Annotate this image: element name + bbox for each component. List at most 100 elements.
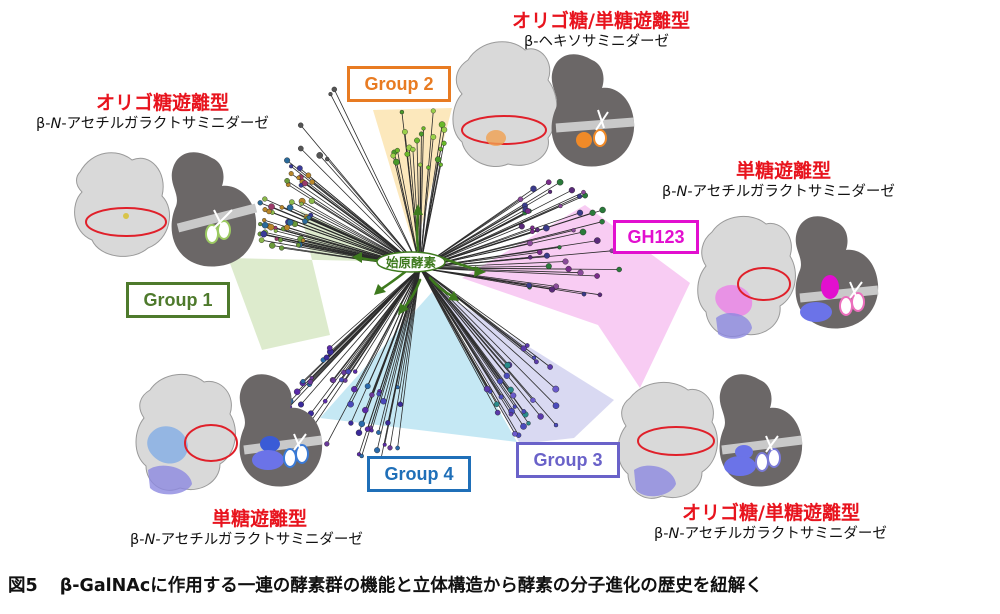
tree-branch — [480, 270, 598, 277]
tree-leaf — [589, 209, 596, 216]
tree-branch — [461, 221, 603, 258]
tree-branch — [332, 321, 379, 381]
tree-leaf — [507, 386, 514, 393]
tree-branch — [283, 228, 367, 254]
tree-branch — [408, 147, 415, 200]
tree-leaf — [581, 189, 586, 195]
tree-branch — [419, 267, 459, 316]
tree-leaf — [548, 286, 556, 293]
tree-leaf — [441, 140, 447, 146]
schematic-top-center — [551, 54, 635, 167]
tree-branch — [446, 315, 488, 390]
tree-leaf — [298, 401, 305, 408]
tree-leaf — [535, 227, 540, 233]
tree-leaf — [257, 200, 263, 206]
tree-branch — [378, 310, 410, 433]
tree-leaf — [537, 413, 544, 420]
tree-leaf — [380, 398, 387, 405]
tree-branch — [330, 93, 396, 220]
tree-leaf — [325, 156, 330, 162]
tree-branch — [344, 325, 383, 381]
tree-branch — [286, 180, 380, 242]
tree-leaf — [599, 206, 606, 214]
tree-branch — [460, 274, 530, 288]
tree-branch — [419, 267, 460, 299]
tree-branch — [487, 277, 600, 296]
enzyme-top-left: β-N-アセチルガラクトサミニダーゼ — [36, 116, 269, 132]
tree-branch — [303, 240, 363, 255]
tree-leaf — [597, 292, 603, 298]
tree-leaf — [426, 165, 431, 170]
tree-branch — [261, 239, 368, 260]
tree-branch — [376, 315, 410, 451]
tree-leaf — [353, 369, 358, 374]
tree-leaf — [526, 421, 531, 426]
tree-branch — [463, 189, 573, 247]
tree-branch — [399, 312, 414, 405]
tree-branch — [300, 148, 385, 233]
tree-leaf — [568, 187, 576, 194]
tree-branch — [426, 159, 439, 229]
tree-branch — [451, 304, 557, 426]
tree-branch — [483, 255, 547, 263]
tree-branch — [367, 321, 403, 430]
tree-leaf — [279, 245, 285, 251]
tree-leaf — [289, 164, 294, 169]
tree-leaf — [382, 442, 387, 447]
tree-branch — [287, 184, 383, 245]
tree-leaf — [358, 420, 365, 428]
tree-branch — [473, 212, 581, 250]
root-label: 始原酵素 — [385, 255, 436, 270]
tree-branch — [477, 209, 526, 237]
tree-branch — [476, 210, 529, 239]
tree-leaf — [331, 86, 337, 93]
tree-leaf — [552, 385, 560, 393]
tree-leaf — [581, 291, 587, 297]
tree-branch — [401, 112, 414, 211]
tree-leaf — [530, 185, 537, 193]
tree-leaf — [525, 343, 530, 348]
tree-branch — [298, 177, 387, 243]
protein-structure-bottom-right — [617, 381, 718, 499]
tree-leaf — [328, 91, 333, 97]
enzyme-bottom-right: β-N-アセチルガラクトサミニダーゼ — [654, 526, 887, 542]
tree-leaf — [504, 362, 511, 369]
group1-label: Group 1 — [126, 282, 230, 318]
tree-branch — [463, 231, 584, 259]
tree-branch — [324, 306, 394, 402]
tree-branch — [326, 303, 402, 445]
tree-branch — [326, 310, 376, 358]
tree-branch — [397, 150, 413, 226]
tree-branch — [474, 191, 584, 243]
tree-branch — [379, 267, 421, 326]
tree-leaf — [301, 180, 308, 187]
tree-leaf — [438, 146, 444, 152]
group2-label: Group 2 — [347, 66, 451, 102]
type-top-left: オリゴ糖遊離型 — [96, 92, 230, 114]
tree-branch — [429, 164, 442, 219]
tree-branch — [470, 265, 549, 268]
tree-branch — [485, 276, 557, 287]
tree-branch — [300, 184, 377, 238]
tree-branch — [428, 129, 445, 219]
tree-leaf — [286, 204, 294, 211]
tree-branch — [319, 155, 378, 221]
tree-branch — [286, 227, 376, 255]
tree-leaf — [393, 158, 400, 166]
tree-leaf — [385, 420, 391, 426]
group3-label: Group 3 — [516, 442, 620, 478]
enzyme-top-center: β-ヘキソサミニダーゼ — [524, 34, 669, 50]
tree-branch — [421, 128, 424, 214]
tree-branch — [289, 222, 378, 254]
tree-leaf — [351, 386, 358, 393]
tree-leaf — [537, 249, 543, 255]
tree-branch — [275, 230, 373, 257]
tree-leaf — [284, 157, 291, 164]
tree-branch — [460, 198, 521, 241]
tree-branch — [264, 209, 378, 253]
tree-leaf — [493, 401, 500, 408]
tree-branch — [299, 167, 386, 240]
tree-branch — [302, 313, 374, 382]
tree-leaf — [616, 266, 622, 273]
tree-branch — [387, 326, 409, 423]
